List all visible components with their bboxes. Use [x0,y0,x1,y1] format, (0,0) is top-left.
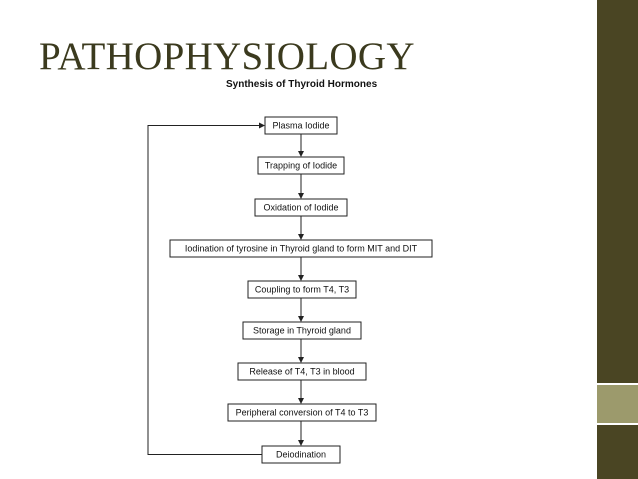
arrow-down-icon [298,440,304,446]
arrow-down-icon [298,234,304,240]
slide-title: PATHOPHYSIOLOGY [39,35,415,78]
flow-step-label: Coupling to form T4, T3 [255,285,349,295]
arrow-right-icon [259,122,265,129]
flow-step-box [227,403,377,422]
flow-step: Iodination of tyrosine in Thyroid gland … [169,239,433,258]
sidebar-accent-top [597,0,638,383]
arrow-down-icon [298,398,304,404]
sidebar-accent-middle [597,385,638,423]
flow-step-box [247,280,357,299]
flow-step-box [237,362,367,381]
sidebar-accent-bottom [597,425,638,479]
flow-step-label: Storage in Thyroid gland [253,326,351,336]
flow-step-label: Deiodination [276,450,326,460]
flow-step: Release of T4, T3 in blood [237,362,367,381]
feedback-loop-line [147,125,262,455]
flow-step-label: Peripheral conversion of T4 to T3 [236,408,369,418]
flow-step: Oxidation of Iodide [254,198,348,217]
arrow-down-icon [298,275,304,281]
arrow-down-icon [298,357,304,363]
flow-step: Coupling to form T4, T3 [247,280,357,299]
flow-step: Peripheral conversion of T4 to T3 [227,403,377,422]
flow-step: Storage in Thyroid gland [242,321,362,340]
arrow-down-icon [298,316,304,322]
flow-step: Deiodination [261,445,341,464]
flow-step: Trapping of Iodide [257,156,345,175]
diagram-title: Synthesis of Thyroid Hormones [226,79,378,90]
flow-step-label: Release of T4, T3 in blood [249,367,354,377]
arrow-down-icon [298,151,304,157]
flow-step-label: Plasma Iodide [272,121,329,131]
flow-step-box [242,321,362,340]
flow-step-label: Oxidation of Iodide [263,203,338,213]
flow-step: Plasma Iodide [264,116,338,135]
arrow-down-icon [298,193,304,199]
flow-step-label: Iodination of tyrosine in Thyroid gland … [185,244,418,254]
flow-step-label: Trapping of Iodide [265,161,337,171]
